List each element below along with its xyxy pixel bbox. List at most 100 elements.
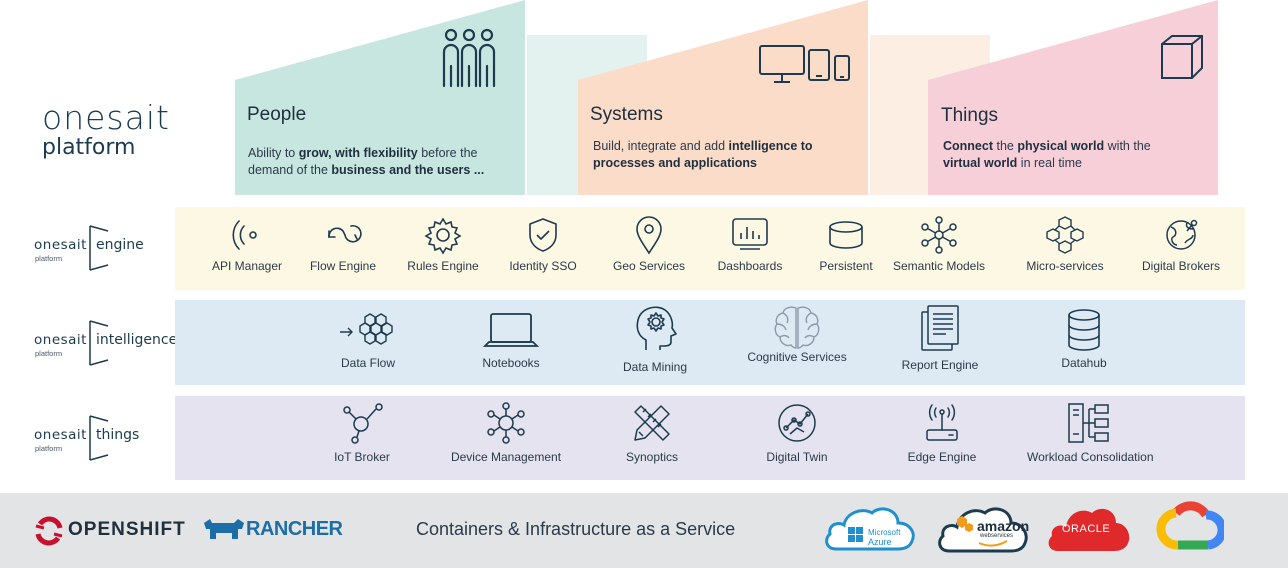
module-label: Edge Engine [907,450,977,464]
module-rules-engine[interactable]: Rules Engine [383,215,503,273]
device-network-icon [487,402,525,444]
description-text: with the [1104,139,1151,153]
module-label: Flow Engine [309,259,377,273]
engine-layer: API Manager Flow Engine Rules Engine Ide… [175,207,1245,290]
database-icon [829,221,863,249]
module-api-manager[interactable]: API Manager [187,215,307,273]
brain-icon [774,306,820,349]
description-emphasis: intelligence to [728,139,813,153]
module-cognitive-services[interactable]: Cognitive Services [737,304,857,364]
panel-things-shape [928,0,1218,195]
layer-name: intelligence [96,332,178,348]
module-data-mining[interactable]: Data Mining [595,302,715,374]
layer-brand: onesait [34,332,87,348]
things-layer: IoT Broker Device Management Synoptics [175,396,1245,480]
infrastructure-caption: Containers & Infrastructure as a Service [416,519,736,539]
gear-icon [424,217,462,255]
layer-brand-platform: platform [35,444,63,453]
module-datahub[interactable]: Datahub [1024,308,1144,370]
module-digital-brokers[interactable]: Digital Brokers [1121,215,1241,273]
onesait-brand: onesait platform [42,98,170,160]
module-data-flow[interactable]: Data Flow [308,308,428,370]
module-label: Data Mining [622,360,688,374]
layer-name: things [96,427,140,443]
hexagons-icon [340,313,393,345]
module-workload-consolidation[interactable]: Workload Consolidation [1027,402,1154,464]
layer-brand-platform: platform [35,349,63,358]
module-label: Synoptics [625,450,679,464]
api-icon [232,220,257,250]
module-label: Datahub [1061,356,1107,370]
cubes-icon [1046,216,1084,254]
module-synoptics[interactable]: Synoptics [592,402,712,464]
panel-description: Build, integrate and add intelligence to… [593,138,813,172]
module-label: Notebooks [482,356,540,370]
module-device-management[interactable]: Device Management [446,402,566,464]
module-label: Micro-services [1026,259,1104,273]
people-icon [442,28,496,88]
module-identity-sso[interactable]: Identity SSO [483,215,603,273]
panel-title: Things [941,105,999,126]
aws-cloud-icon [938,507,1028,553]
module-label: Data Flow [340,356,396,370]
digital-twin-icon [778,404,816,442]
shield-icon [529,218,557,252]
azure-text-line1: Microsoft [868,528,901,537]
panel-title: Systems [590,104,663,125]
description-emphasis: business and the users ... [331,163,485,177]
rancher-logo-text: RANCHER [246,518,343,540]
module-label: Identity SSO [509,259,577,273]
azure-cloud-icon [825,507,915,551]
layer-brand-platform: platform [35,254,63,263]
module-geo-services[interactable]: Geo Services [589,215,709,273]
module-label: Rules Engine [407,259,479,273]
description-text: Ability to [248,146,299,160]
rancher-logo-icon [204,519,244,539]
layer-bracket-icon [89,225,109,271]
module-label: Digital Brokers [1141,259,1221,273]
brand-subtitle: platform [42,135,136,160]
description-text: before the [417,146,478,160]
description-emphasis: physical world [1017,139,1105,153]
iot-icon [343,403,383,444]
module-notebooks[interactable]: Notebooks [451,308,571,370]
module-edge-engine[interactable]: Edge Engine [882,402,1002,464]
layer-name: engine [96,237,144,253]
description-emphasis: processes and applications [593,156,757,170]
description-emphasis: virtual world [943,156,1018,170]
module-label: Report Engine [901,358,979,372]
module-dashboards[interactable]: Dashboards [690,215,810,273]
module-label: Dashboards [717,259,783,273]
module-report-engine[interactable]: Report Engine [880,304,1000,372]
globe-icon [1166,219,1198,250]
description-text: in real time [1017,156,1082,170]
intelligence-layer: Data Flow Notebooks Data Mining [175,300,1245,385]
module-label: Cognitive Services [747,350,847,364]
module-persistent[interactable]: Persistent [786,215,906,273]
map-pin-icon [636,216,662,255]
layer-brand: onesait [34,237,87,253]
oracle-cloud-icon [1048,508,1130,551]
laptop-icon [483,313,539,347]
module-label: Workload Consolidation [1027,450,1154,464]
panel-people-shape [235,0,525,195]
description-emphasis: Connect [943,139,993,153]
module-label: API Manager [211,259,283,273]
openshift-logo-text: OPENSHIFT [68,519,186,540]
module-label: Geo Services [612,259,686,273]
azure-text-line2: Azure [868,537,892,547]
module-iot-broker[interactable]: IoT Broker [302,402,422,464]
router-icon [926,404,958,441]
aws-text-line1: amazon [977,518,1030,534]
report-icon [921,305,959,351]
infrastructure-footer: OPENSHIFT RANCHER Containers & Infrastru… [0,493,1288,568]
module-digital-twin[interactable]: Digital Twin [737,402,857,464]
module-flow-engine[interactable]: Flow Engine [283,215,403,273]
module-label: Digital Twin [766,450,828,464]
devices-icon [759,45,850,83]
oracle-logo-text: ORACLE [1062,523,1111,535]
module-micro-services[interactable]: Micro-services [1005,215,1125,273]
panel-things-background [928,0,1218,195]
module-semantic-models[interactable]: Semantic Models [879,215,999,273]
